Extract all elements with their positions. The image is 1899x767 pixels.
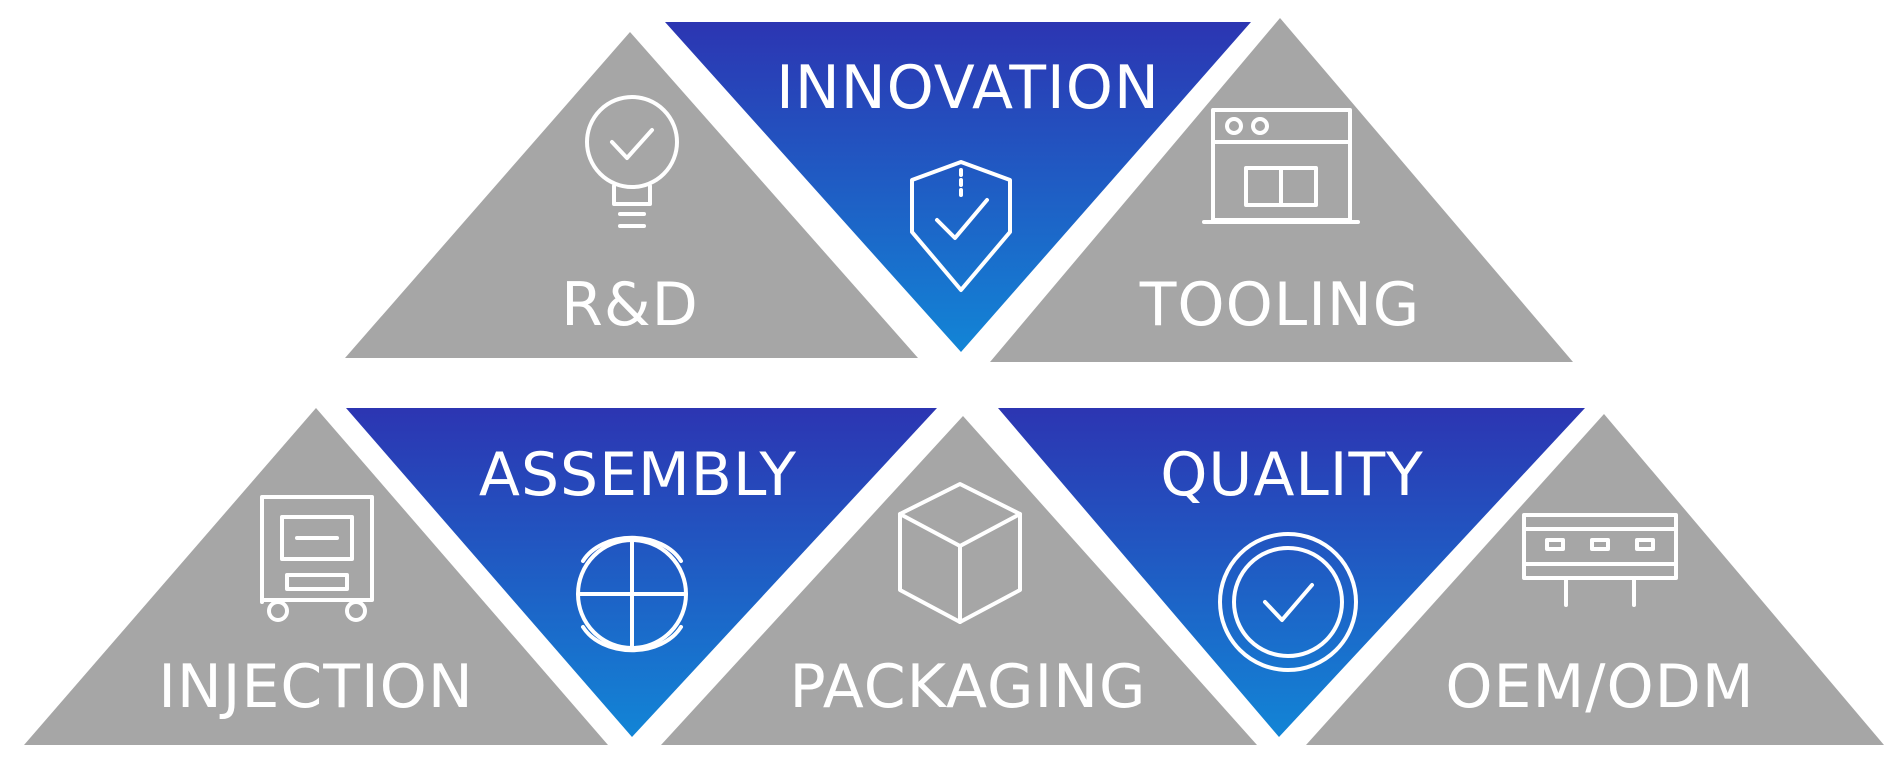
server-rack-icon — [1522, 513, 1678, 607]
assembly-triangle — [346, 408, 937, 737]
tooling-segment: TOOLING — [990, 18, 1573, 362]
innovation-label: INNOVATION — [776, 53, 1160, 123]
rd-label: R&D — [561, 270, 699, 340]
quality-triangle — [998, 408, 1585, 737]
injection-label: INJECTION — [158, 652, 474, 722]
assembly-segment: ASSEMBLY — [346, 408, 937, 737]
rd-triangle — [345, 32, 918, 358]
innovation-segment: INNOVATION — [665, 22, 1251, 352]
lightbulb-check-icon — [585, 95, 679, 228]
oem-odm-label: OEM/ODM — [1445, 652, 1754, 722]
tooling-label: TOOLING — [1139, 270, 1421, 340]
packaging-label: PACKAGING — [789, 652, 1146, 722]
injection-segment: INJECTION — [24, 408, 608, 745]
assembly-label: ASSEMBLY — [479, 440, 797, 510]
quality-label: QUALITY — [1160, 440, 1424, 510]
packaging-segment: PACKAGING — [661, 416, 1257, 745]
badge-check-icon — [1218, 532, 1358, 672]
machine-cart-icon — [260, 495, 374, 622]
rd-segment: R&D — [345, 32, 918, 358]
innovation-triangle — [665, 22, 1251, 352]
box-icon — [898, 482, 1022, 624]
quality-segment: QUALITY — [998, 408, 1585, 737]
assembly-circle-icon — [576, 535, 688, 653]
oem-odm-segment: OEM/ODM — [1306, 414, 1884, 745]
window-icon — [1202, 108, 1360, 224]
shield-check-icon — [910, 160, 1012, 292]
